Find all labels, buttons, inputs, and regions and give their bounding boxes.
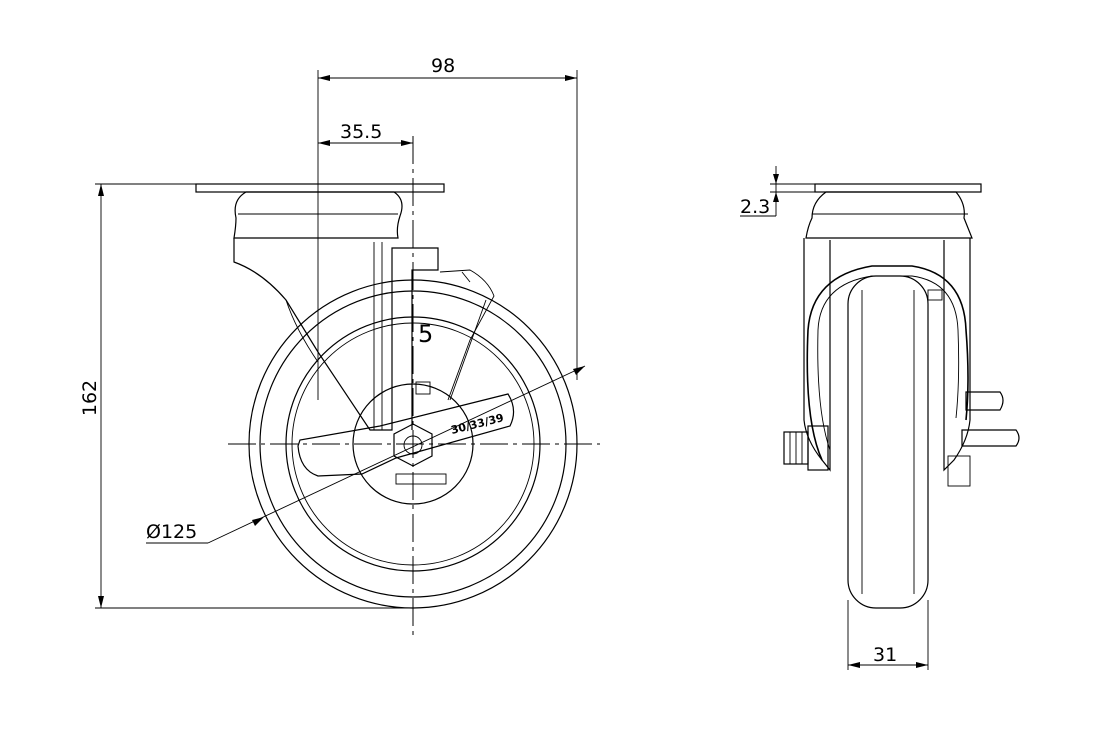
diameter-leader [207,365,586,544]
dimension-2-3: 2.3 [740,196,770,218]
side-brake-pedal [965,391,1004,411]
front-view: 5 30/33/39 [195,136,600,636]
side-wheel [847,275,929,609]
dimension-diameter-125: Ø125 [146,521,197,543]
side-view [783,183,1020,670]
dimension-162: 162 [79,380,101,416]
side-dimensions: 2.3 31 [740,166,928,668]
dimension-35-5: 35.5 [340,121,382,143]
swivel-head [233,191,403,239]
brake-pedal [297,393,515,477]
fork-bracket [233,238,439,431]
dimension-98: 98 [431,55,455,77]
hub-label: 30/33/39 [450,411,506,437]
side-brake-loop [806,265,969,461]
front-dimensions: 98 35.5 162 Ø125 [79,55,586,609]
top-plate [195,183,445,193]
dimension-31: 31 [873,644,897,666]
side-top-plate [814,183,982,193]
bracket-number: 5 [418,320,433,348]
